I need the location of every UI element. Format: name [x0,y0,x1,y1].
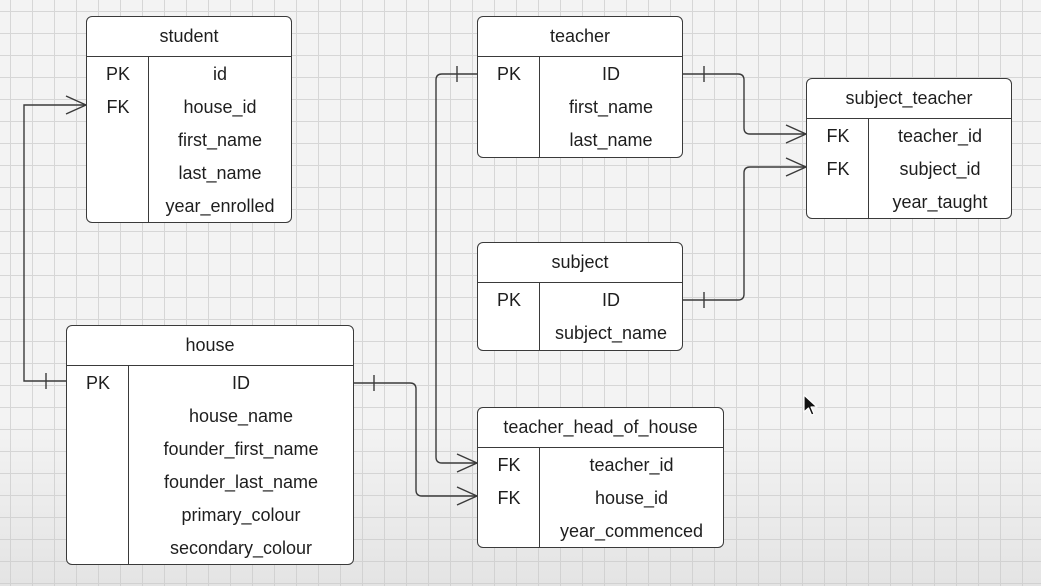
field-row[interactable]: FK teacher_id [478,450,723,483]
field-row[interactable]: year_taught [807,187,1011,218]
field-row[interactable]: FK teacher_id [807,121,1011,154]
relationship-subject-subject-teacher [683,157,808,308]
field-name: ID [232,373,250,393]
entity-title: house [67,326,353,366]
field-name: last_name [569,130,653,150]
field-name: house_name [188,406,294,426]
field-row[interactable]: first_name [478,92,682,125]
field-row[interactable]: secondary_colour [67,533,353,564]
relationship-house-head-of-house [353,375,479,506]
field-name: primary_colour [181,505,301,525]
field-name: teacher_id [589,455,674,475]
field-name: founder_first_name [163,439,319,459]
entity-teacher[interactable]: teacher PK ID first_name last_name [477,16,683,158]
entity-teacher-head-of-house[interactable]: teacher_head_of_house FK teacher_id FK h… [477,407,724,548]
field-name: founder_last_name [163,472,319,492]
field-row[interactable]: founder_last_name [67,467,353,500]
relationship-teacher-head-of-house [435,66,479,473]
key-label: PK [496,64,521,84]
field-name: first_name [177,130,263,150]
field-name: year_enrolled [165,196,275,216]
field-name: house_id [183,97,257,117]
field-name: year_taught [892,192,988,212]
field-name: ID [602,290,620,310]
field-name: subject_name [554,323,668,343]
field-name: last_name [178,163,262,183]
field-name: teacher_id [897,126,983,146]
field-row[interactable]: PK ID [67,368,353,401]
field-row[interactable]: subject_name [478,318,682,350]
field-name: year_commenced [559,521,704,541]
field-name: first_name [568,97,654,117]
field-row[interactable]: FK subject_id [807,154,1011,187]
key-label: FK [106,97,130,117]
key-label: FK [497,455,521,475]
field-row[interactable]: primary_colour [67,500,353,533]
entity-title: teacher [478,17,682,57]
entity-title: subject_teacher [807,79,1011,119]
relationship-teacher-subject-teacher [683,66,808,144]
field-name: ID [602,64,620,84]
entity-title: teacher_head_of_house [478,408,723,448]
entity-title: subject [478,243,682,283]
entity-house[interactable]: house PK ID house_name founder_first_nam… [66,325,354,565]
field-row[interactable]: house_name [67,401,353,434]
key-label: FK [497,488,521,508]
key-label: FK [826,126,850,146]
key-label: FK [826,159,850,179]
field-name: subject_id [899,159,981,179]
field-row[interactable]: PK id [87,59,291,92]
field-row[interactable]: last_name [87,158,291,191]
field-row[interactable]: PK ID [478,59,682,92]
key-label: PK [496,290,521,310]
field-row[interactable]: last_name [478,125,682,157]
field-row[interactable]: FK house_id [87,92,291,125]
key-label: PK [85,373,110,393]
field-name: secondary_colour [169,538,313,558]
field-name: house_id [594,488,669,508]
field-row[interactable]: PK ID [478,285,682,318]
entity-title: student [87,17,291,57]
entity-subject-teacher[interactable]: subject_teacher FK teacher_id FK subject… [806,78,1012,219]
field-row[interactable]: year_commenced [478,516,723,547]
field-row[interactable]: FK house_id [478,483,723,516]
mouse-pointer-icon [803,394,818,416]
field-row[interactable]: year_enrolled [87,191,291,222]
key-label: PK [105,64,130,84]
field-name: id [212,64,227,84]
field-row[interactable]: first_name [87,125,291,158]
entity-student[interactable]: student PK id FK house_id first_name las… [86,16,292,223]
field-row[interactable]: founder_first_name [67,434,353,467]
entity-subject[interactable]: subject PK ID subject_name [477,242,683,351]
